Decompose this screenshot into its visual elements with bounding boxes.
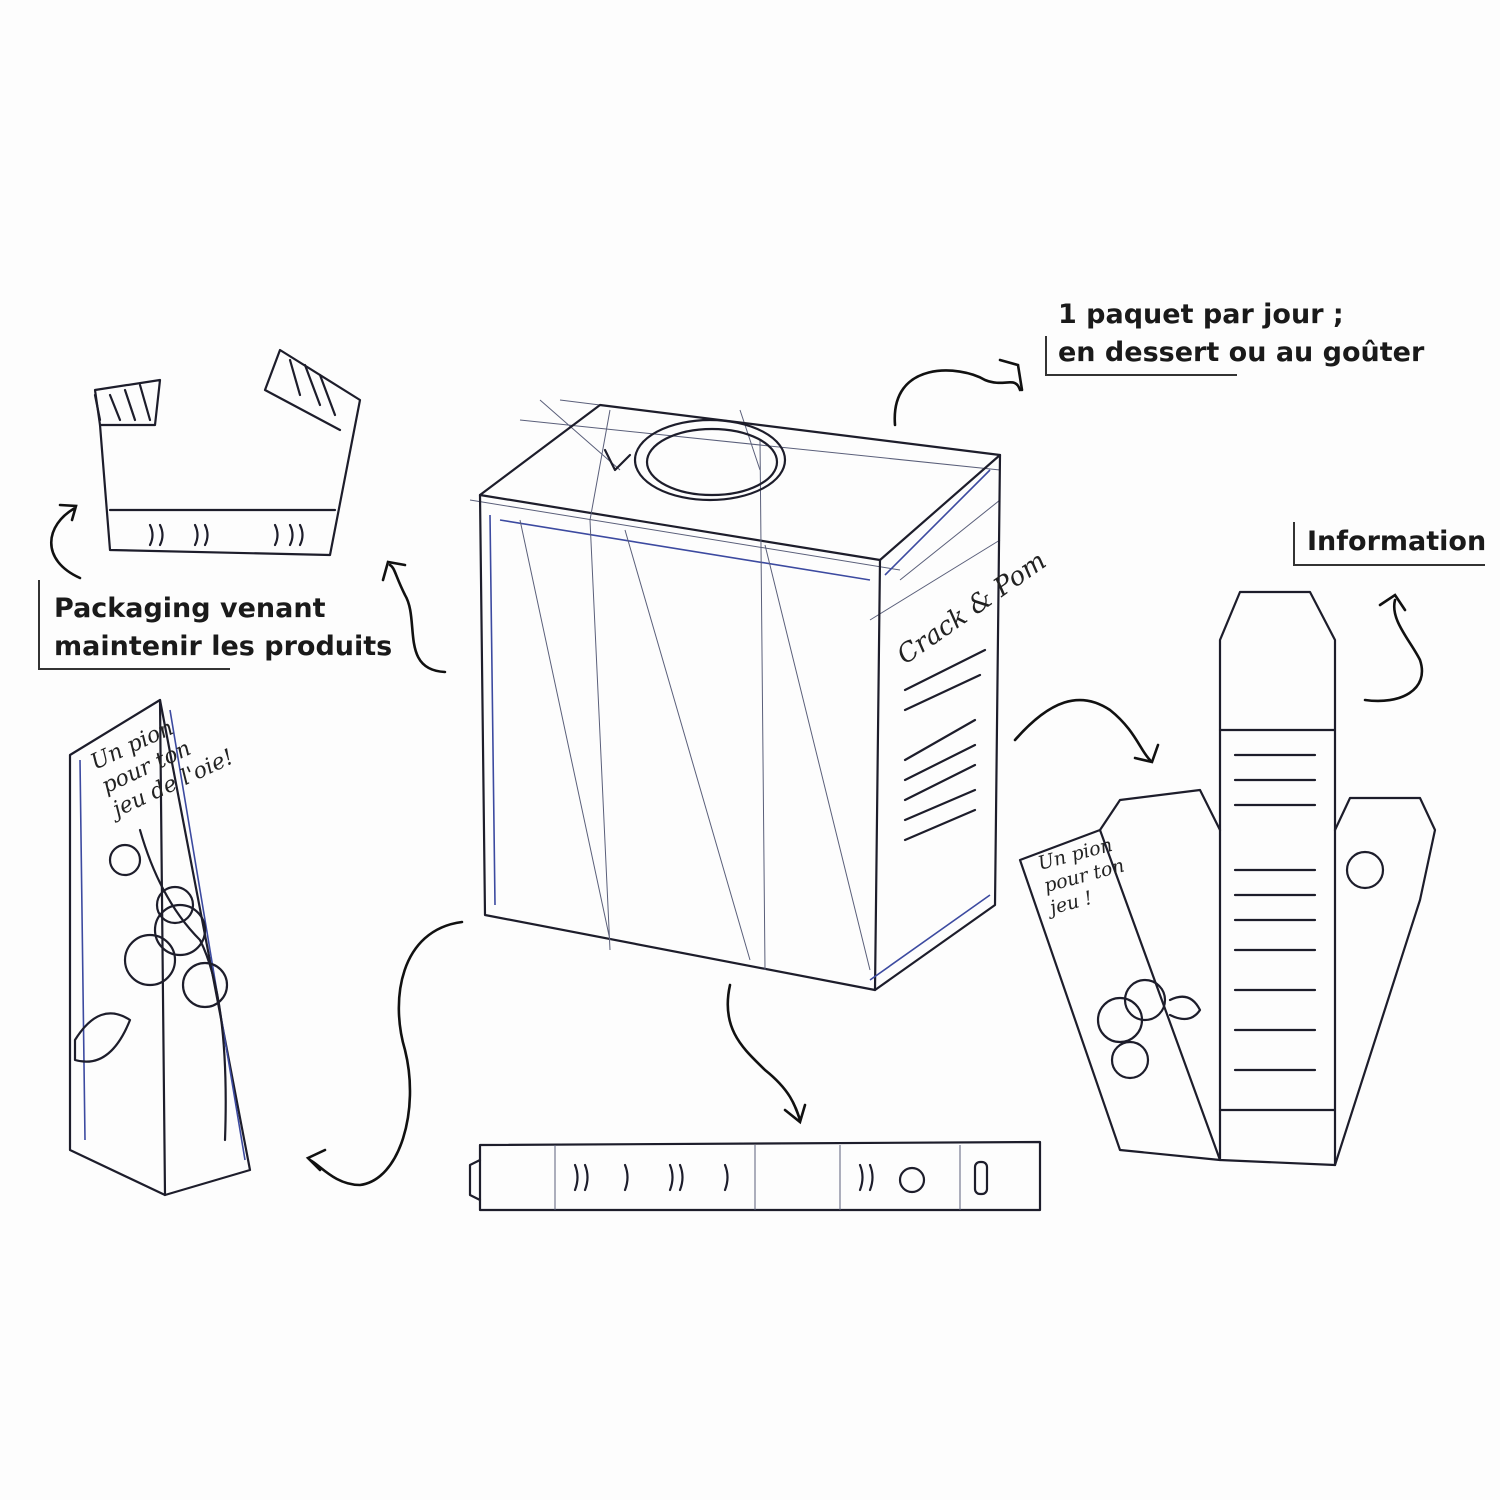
annotation-underline (1045, 336, 1237, 376)
info-annotation: Information (1307, 526, 1487, 557)
unfolded-box-sketch: Un pion pour ton jeu ! (1018, 590, 1437, 1167)
arrow-icon (1013, 698, 1160, 764)
arrow-icon (726, 983, 807, 1125)
annotation-line: en dessert ou au goûter (1058, 337, 1425, 368)
arrow-icon (1363, 593, 1424, 703)
annotation-underline (1293, 522, 1485, 566)
holder-annotation: Packaging venant maintenir les produits (54, 590, 392, 666)
arrow-icon (50, 503, 82, 580)
annotation-line: maintenir les produits (54, 631, 393, 662)
annotation-line: 1 paquet par jour ; (1058, 299, 1344, 330)
holder-sketch (93, 348, 362, 557)
brand-handwriting: Crack & Pom (892, 546, 1052, 671)
flat-strip-sketch (468, 1140, 1042, 1212)
main-box-sketch: Crack & Pom (469, 399, 1052, 992)
annotation-underline (38, 580, 230, 670)
connector-arrows (50, 358, 1424, 1187)
arrow-icon (305, 920, 464, 1187)
annotation-line: Packaging venant (54, 593, 326, 624)
daily-annotation: 1 paquet par jour ; en dessert ou au goû… (1058, 296, 1424, 372)
tall-box-sketch: Un pion pour ton jeu de l'oie! (68, 698, 252, 1197)
arrowhead-icon (998, 358, 1024, 392)
arrow-icon (893, 369, 1022, 427)
arrow-icon (381, 560, 447, 674)
flat-box-slogan: Un pion pour ton jeu ! (1032, 831, 1139, 921)
